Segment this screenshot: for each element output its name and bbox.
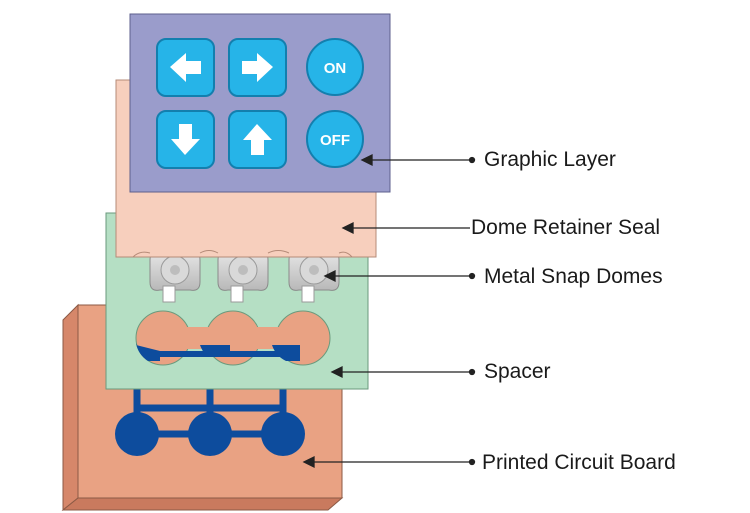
- snap-dome: [217, 251, 269, 303]
- left-arrow-button[interactable]: [156, 38, 215, 97]
- off-button-label: OFF: [320, 132, 350, 149]
- on-button-label: ON: [324, 60, 347, 77]
- on-button[interactable]: ON: [306, 38, 364, 96]
- graphic-layer-leader: [360, 153, 476, 167]
- pcb-contact-pad: [115, 412, 159, 456]
- pcb-traces: [115, 387, 305, 456]
- arrow-up-icon: [243, 124, 272, 155]
- arrow-left-icon: [170, 53, 201, 82]
- printed-circuit-board-label: Printed Circuit Board: [482, 451, 676, 474]
- pcb-side-face: [62, 303, 79, 512]
- graphic-layer: ON OFF: [129, 13, 391, 193]
- graphic-layer-label: Graphic Layer: [484, 148, 616, 171]
- pcb-contact-pad: [261, 412, 305, 456]
- arrow-right-icon: [242, 53, 273, 82]
- pcb-contact-pad: [188, 412, 232, 456]
- spacer-leader: [330, 365, 476, 379]
- callout-leaders: [302, 153, 476, 469]
- metal-snap-domes-layer: [149, 251, 340, 303]
- metal-snap-domes-leader: [323, 269, 476, 283]
- dome-retainer-seal-leader: [341, 221, 470, 235]
- down-arrow-button[interactable]: [156, 110, 215, 169]
- pcb-bottom-face: [61, 497, 344, 511]
- snap-dome: [288, 251, 340, 303]
- metal-snap-domes-label: Metal Snap Domes: [484, 265, 663, 288]
- up-arrow-button[interactable]: [228, 110, 287, 169]
- spacer-cutouts: [135, 310, 331, 366]
- off-button[interactable]: OFF: [306, 110, 364, 168]
- dome-retainer-seal-label: Dome Retainer Seal: [471, 216, 661, 239]
- arrow-down-icon: [171, 124, 200, 155]
- pcb-leader: [302, 455, 476, 469]
- spacer-label: Spacer: [484, 360, 551, 383]
- right-arrow-button[interactable]: [228, 38, 287, 97]
